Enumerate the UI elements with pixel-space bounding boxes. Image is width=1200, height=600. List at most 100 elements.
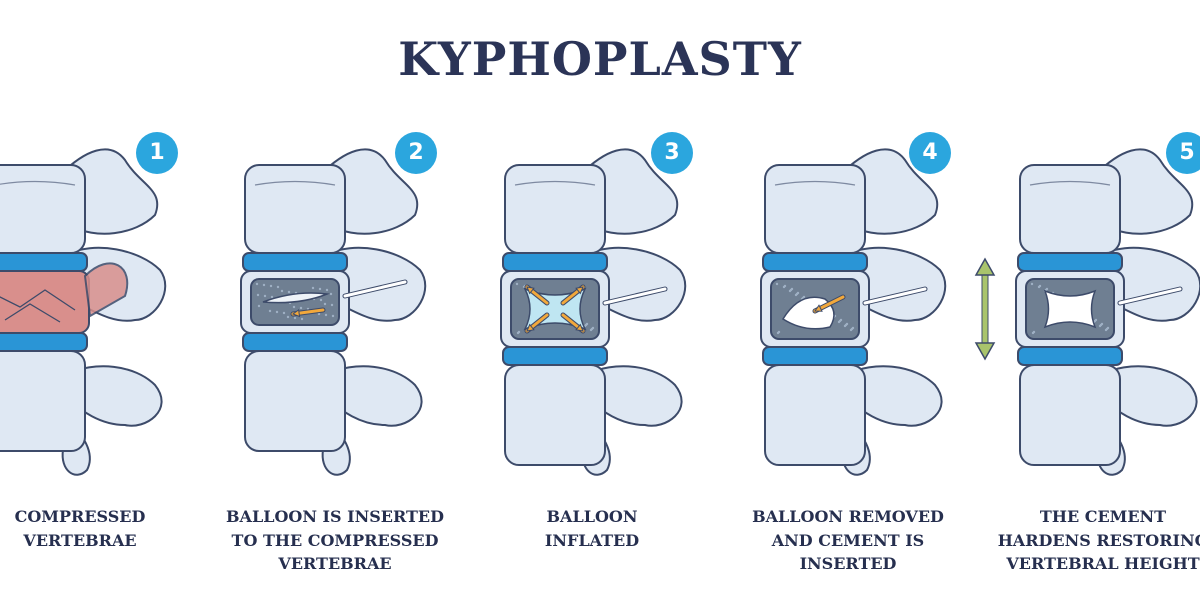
bone-texture-dot (256, 293, 260, 297)
bone-texture-dot (276, 285, 280, 289)
intervertebral-disc-upper (0, 252, 88, 272)
bone-texture-dot (1032, 330, 1036, 334)
spine-illustration-1 (0, 148, 167, 476)
spinous-process-lower (324, 365, 423, 427)
spinous-process-lower (584, 365, 683, 427)
bone-texture-dot (851, 326, 855, 330)
expansion-arrow-4-head (575, 323, 584, 332)
step-caption: THE CEMENT HARDENS RESTORING VERTEBRAL H… (997, 507, 1200, 573)
bone-texture-dot (318, 287, 322, 291)
fracture-lines (0, 289, 76, 323)
spine-illustration-5 (974, 148, 1200, 476)
intervertebral-disc-lower (762, 346, 868, 366)
vertebral-body-lower (504, 364, 606, 466)
bone-texture-dot (270, 295, 274, 299)
step-number-badge: 1 (136, 132, 178, 174)
step-caption: BALLOON IS INSERTED TO THE COMPRESSED VE… (226, 507, 444, 573)
bone-texture-dot (517, 330, 521, 334)
page-title: KYPHOPLASTY (398, 32, 802, 86)
vertebral-body-upper (0, 164, 86, 254)
bone-texture-dot (324, 313, 328, 317)
vertebral-body-upper (244, 164, 346, 254)
intervertebral-disc-lower (1017, 346, 1123, 366)
body-contour (774, 180, 856, 186)
bone-texture-dot (331, 314, 335, 318)
cannula (343, 280, 407, 298)
vertebral-body-target (0, 270, 90, 334)
intervertebral-disc-upper (502, 252, 608, 272)
bone-texture-dot (1106, 326, 1110, 330)
bone-texture-dot (330, 303, 334, 307)
bone-texture-dot (329, 292, 333, 296)
step-caption: COMPRESSED VERTEBRAE (14, 507, 146, 550)
transverse-process-middle (324, 246, 427, 322)
body-contour (254, 180, 336, 186)
bone-texture-dot (323, 302, 327, 306)
bone-texture-dot (585, 322, 589, 326)
bone-texture-dot (263, 294, 267, 298)
cannula (863, 287, 927, 305)
height-arrow-head-up (974, 257, 996, 276)
vertebral-body-lower (1019, 364, 1121, 466)
bone-texture-dot (325, 288, 329, 292)
bone-texture-dot (777, 330, 781, 334)
bone-texture-dot (1100, 322, 1104, 326)
bone-texture-dot (1038, 284, 1042, 288)
step-number-badge: 2 (395, 132, 437, 174)
step-caption: BALLOON REMOVED AND CEMENT IS INSERTED (752, 507, 944, 573)
bone-texture-dot (515, 282, 519, 286)
bone-texture-dot (311, 286, 315, 290)
expansion-arrow-3-head (526, 323, 535, 332)
insertion-arrow-head (291, 308, 301, 318)
spine-illustration-3 (500, 148, 687, 476)
bone-texture-dot (286, 315, 290, 319)
vertebral-body-lower (0, 350, 86, 452)
bone-texture-dot (319, 298, 323, 302)
bone-texture-dot (839, 318, 843, 322)
expansion-arrow-2-head (575, 286, 584, 295)
bone-texture-dot (255, 282, 259, 286)
intervertebral-disc-lower (502, 346, 608, 366)
spinous-process-lower (1099, 365, 1198, 427)
bone-texture-dot (300, 317, 304, 321)
bone-texture-dot (845, 322, 849, 326)
bone-texture-dot (299, 306, 303, 310)
bone-texture-dot (1094, 318, 1098, 322)
intervertebral-disc-upper (242, 252, 348, 272)
intervertebral-disc-lower (0, 332, 88, 352)
vertebral-body-lower (764, 364, 866, 466)
spine-illustration-4 (760, 148, 947, 476)
vertebral-body-upper (764, 164, 866, 254)
bone-texture-dot (262, 283, 266, 287)
step-number-badge: 3 (651, 132, 693, 174)
bone-texture-dot (287, 290, 291, 294)
fractured-pedicle (83, 262, 129, 318)
bone-texture-dot (1030, 282, 1034, 286)
bone-texture-dot (292, 305, 296, 309)
bone-texture-dot (282, 311, 286, 315)
bone-texture-dot (269, 284, 273, 288)
bone-texture-dot (280, 289, 284, 293)
spinous-process-lower (64, 365, 163, 427)
step-number-badge: 4 (909, 132, 951, 174)
bone-texture-dot (293, 316, 297, 320)
step-caption: BALLOON INFLATED (544, 507, 640, 550)
bone-texture-dot (802, 295, 806, 299)
spinous-process-lower (844, 365, 943, 427)
bone-texture-dot (591, 326, 595, 330)
body-contour (0, 180, 76, 186)
bone-texture-dot (783, 284, 787, 288)
vertebral-body-upper (1019, 164, 1121, 254)
cement-arrow-head (814, 304, 823, 312)
vertebral-body-lower (244, 350, 346, 452)
intervertebral-disc-upper (762, 252, 868, 272)
vertebral-body-upper (504, 164, 606, 254)
bone-texture-dot (796, 291, 800, 295)
spine-illustration-2 (240, 148, 427, 476)
bone-texture-dot (317, 312, 321, 316)
bone-texture-dot (790, 287, 794, 291)
intervertebral-disc-lower (242, 332, 348, 352)
step-number-badge: 5 (1166, 132, 1200, 174)
bone-texture-dot (268, 309, 272, 313)
